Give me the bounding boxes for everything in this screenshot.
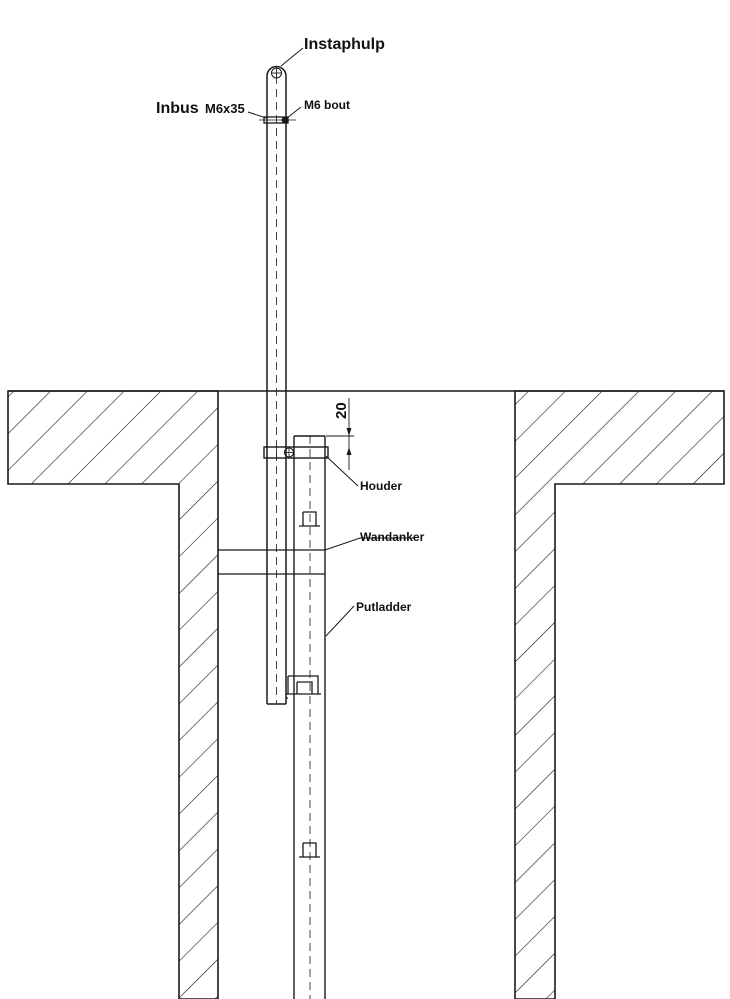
leader-wandanker (324, 537, 414, 551)
rung-clip-2 (286, 675, 321, 695)
manhole-wall-right (514, 390, 725, 999)
houder-bracket (263, 446, 329, 459)
label-houder: Houder (360, 479, 402, 493)
dimension-20 (326, 398, 354, 470)
leader-instaphulp (280, 47, 304, 67)
label-inbus: Inbus (156, 100, 199, 117)
instaphulp-pole (266, 65, 288, 705)
label-inbus-size: M6x35 (205, 101, 245, 116)
rung-clip-3 (299, 842, 320, 858)
label-wandanker: Wandanker (360, 530, 425, 544)
label-m6-bout: M6 bout (304, 98, 350, 112)
leader-inbus (247, 111, 267, 119)
manhole-wall-left (7, 390, 219, 999)
leader-bolt (286, 106, 302, 119)
putladder-stile (293, 435, 326, 999)
label-putladder: Putladder (356, 600, 412, 614)
instaphulp-top-marker (271, 67, 282, 79)
label-instaphulp: Instaphulp (304, 36, 385, 53)
inbus-bolt (259, 116, 296, 124)
wandanker-anchor (218, 549, 325, 575)
dimension-value: 20 (333, 402, 350, 419)
leader-houder (325, 455, 359, 487)
leader-putladder (325, 605, 355, 637)
rung-clip-1 (299, 511, 320, 527)
